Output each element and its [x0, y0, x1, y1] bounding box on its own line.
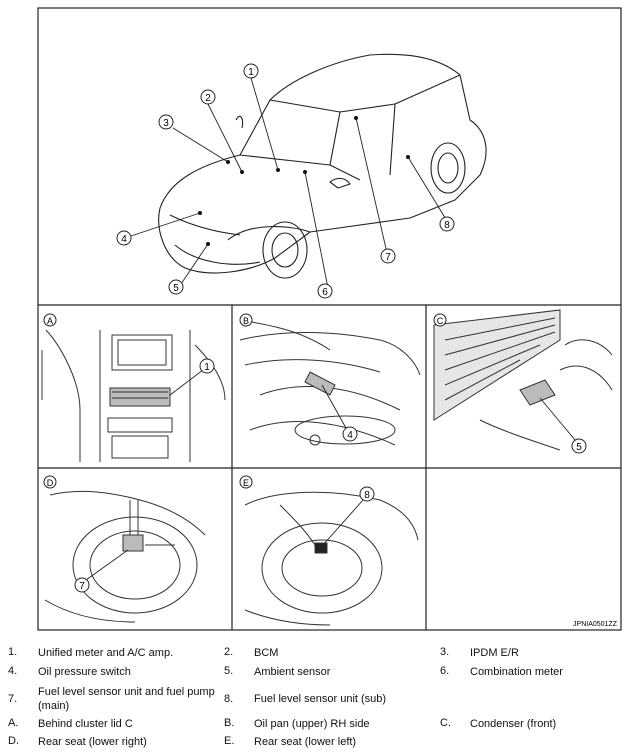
- legend-item: 6. Combination meter: [440, 665, 625, 679]
- svg-text:5: 5: [173, 283, 179, 294]
- legend-row: 7. Fuel level sensor unit and fuel pump (…: [0, 684, 629, 714]
- panel-c: C 5: [433, 309, 613, 454]
- callout-3: 3: [158, 114, 174, 130]
- car-callouts: 1 2 3 4 5 6 7 8: [116, 63, 455, 299]
- legend-item: 4. Oil pressure switch: [8, 665, 218, 679]
- svg-text:D: D: [47, 478, 54, 488]
- legend-num: 3.: [440, 646, 450, 658]
- svg-text:1: 1: [248, 67, 254, 78]
- svg-text:6: 6: [322, 287, 328, 298]
- legend-text: Fuel level sensor unit (sub): [254, 693, 387, 705]
- legend-num: C.: [440, 717, 451, 729]
- legend-row: D. Rear seat (lower right) E. Rear seat (l…: [0, 735, 629, 755]
- svg-text:3: 3: [163, 118, 169, 129]
- panel-a: A 1: [41, 313, 226, 462]
- legend-row: A. Behind cluster lid C B. Oil pan (upper)…: [0, 717, 629, 737]
- svg-text:4: 4: [347, 430, 353, 441]
- legend-item: B. Oil pan (upper) RH side: [224, 717, 424, 731]
- legend-num: E.: [224, 735, 235, 747]
- callout-5: 5: [168, 279, 184, 295]
- panel-b: B 4: [239, 313, 421, 446]
- svg-text:C: C: [437, 316, 444, 326]
- legend-num: 2.: [224, 646, 234, 658]
- figure-code: JPNIA0501ZZ: [573, 621, 618, 628]
- callout-8: 8: [439, 216, 455, 232]
- callout-7: 7: [380, 248, 396, 264]
- legend-text: Rear seat (lower left): [254, 736, 357, 748]
- legend-num: 1.: [8, 646, 18, 658]
- legend-num: B.: [224, 717, 235, 729]
- legend-item: 8. Fuel level sensor unit (sub): [224, 684, 424, 714]
- svg-text:1: 1: [204, 362, 210, 373]
- panel-e: E 8: [239, 475, 419, 626]
- component-location-diagram: 1 2 3 4 5 6 7 8 A 1: [37, 7, 622, 631]
- legend-num: 4.: [8, 665, 18, 677]
- svg-text:2: 2: [205, 93, 211, 104]
- svg-text:4: 4: [121, 234, 127, 245]
- legend-text: Fuel level sensor unit and fuel pump (ma…: [38, 686, 215, 712]
- legend-item: 3. IPDM E/R: [440, 646, 625, 660]
- svg-text:8: 8: [444, 220, 450, 231]
- legend-text: IPDM E/R: [470, 647, 519, 659]
- car-callout-dots: [198, 116, 410, 246]
- panel-d: D 7: [43, 475, 206, 623]
- legend-text: Rear seat (lower right): [38, 736, 147, 748]
- legend-num: 7.: [8, 693, 18, 705]
- legend-item: 1. Unified meter and A/C amp.: [8, 646, 218, 660]
- svg-text:A: A: [47, 316, 53, 326]
- svg-text:E: E: [243, 478, 249, 488]
- callout-2: 2: [200, 89, 216, 105]
- legend-item: 2. BCM: [224, 646, 424, 660]
- legend-item: A. Behind cluster lid C: [8, 717, 218, 731]
- legend-text: Ambient sensor: [254, 666, 331, 678]
- callout-1: 1: [243, 63, 259, 79]
- legend-num: 6.: [440, 665, 450, 677]
- legend-item: D. Rear seat (lower right): [8, 735, 218, 749]
- svg-text:5: 5: [576, 442, 582, 453]
- legend-row: 4. Oil pressure switch 5. Ambient sensor 6…: [0, 665, 629, 685]
- legend-item: C. Condenser (front): [440, 717, 625, 731]
- legend-num: 5.: [224, 665, 234, 677]
- legend-item: 7. Fuel level sensor unit and fuel pump (…: [8, 684, 218, 714]
- legend-text: Oil pressure switch: [38, 666, 131, 678]
- legend-text: BCM: [254, 647, 279, 659]
- legend-text: Condenser (front): [470, 718, 557, 730]
- svg-text:8: 8: [364, 490, 370, 501]
- svg-text:B: B: [243, 316, 249, 326]
- legend-row: 1. Unified meter and A/C amp. 2. BCM 3. IPD…: [0, 646, 629, 666]
- legend-item: E. Rear seat (lower left): [224, 735, 424, 749]
- legend-text: Behind cluster lid C: [38, 718, 133, 730]
- legend-text: Unified meter and A/C amp.: [38, 647, 174, 659]
- diagram-frame: [37, 7, 622, 631]
- callout-4: 4: [116, 230, 132, 246]
- legend-num: A.: [8, 717, 19, 729]
- legend-item: 5. Ambient sensor: [224, 665, 424, 679]
- legend-text: Oil pan (upper) RH side: [254, 718, 370, 730]
- svg-text:7: 7: [79, 581, 85, 592]
- callout-6: 6: [317, 283, 333, 299]
- legend-text: Combination meter: [470, 666, 563, 678]
- legend-num: 8.: [224, 693, 234, 705]
- svg-text:7: 7: [385, 252, 391, 263]
- car-illustration: [158, 53, 487, 279]
- car-callout-leaders: [130, 77, 448, 289]
- legend-num: D.: [8, 735, 19, 747]
